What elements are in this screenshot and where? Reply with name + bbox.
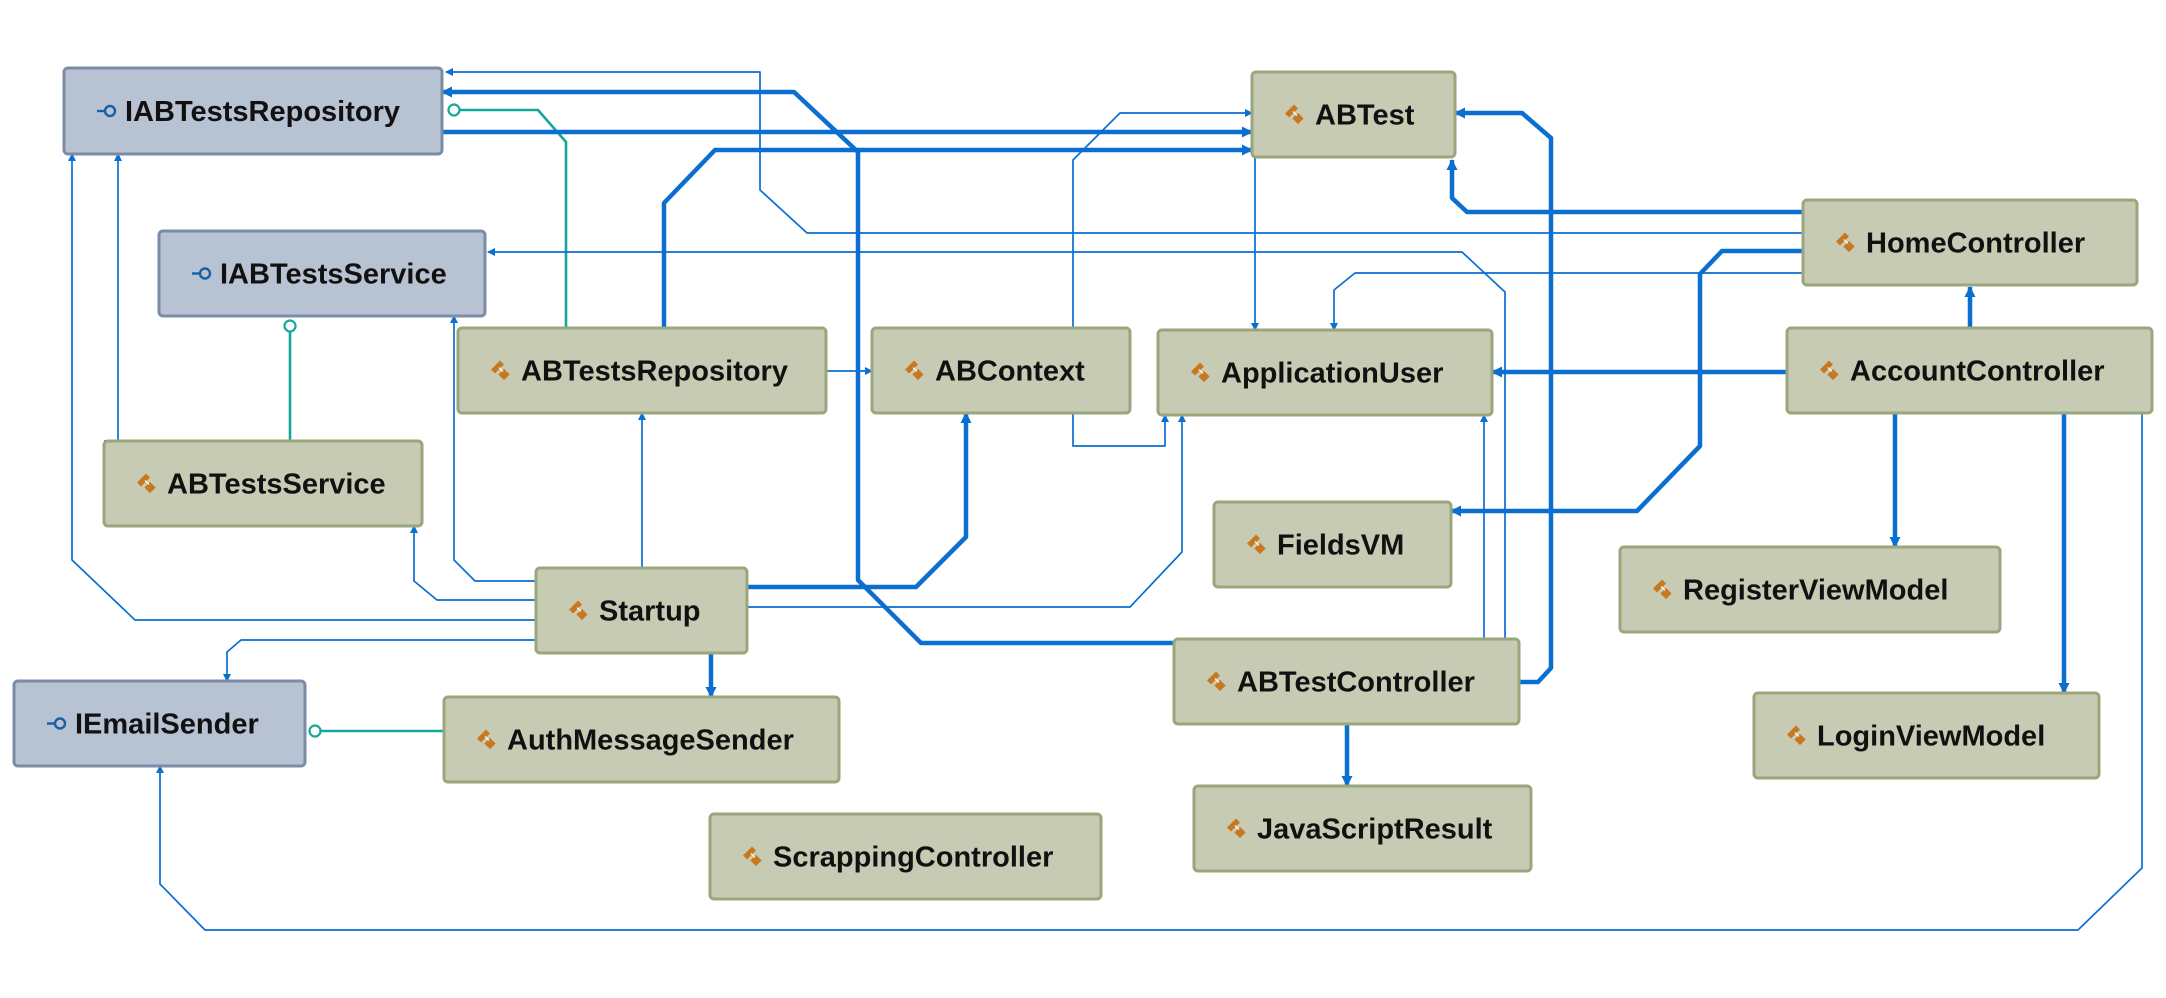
node-AccountController[interactable]: AccountController: [1785, 326, 2154, 415]
node-label-IABTestsRepository: IABTestsRepository: [125, 96, 400, 128]
nodes-layer: IABTestsRepositoryIABTestsServiceIEmailS…: [12, 66, 2154, 901]
node-ABTest[interactable]: ABTest: [1250, 70, 1457, 159]
class-icon: [1207, 671, 1226, 692]
node-label-ABTestsService: ABTestsService: [167, 469, 386, 501]
dependency-edge-Startup-to-ApplicationUser: [747, 414, 1186, 608]
node-label-ABTestsRepository: ABTestsRepository: [521, 356, 788, 388]
node-label-ScrappingController: ScrappingController: [773, 842, 1053, 874]
class-box-ABContext[interactable]: [870, 326, 1132, 415]
interface-box-IABTestsRepository[interactable]: [62, 66, 444, 156]
node-label-ABTest: ABTest: [1315, 100, 1415, 132]
node-label-LoginViewModel: LoginViewModel: [1817, 721, 2045, 753]
dependency-edge-ABTestController-to-IABTestsRepository: [441, 86, 1174, 646]
dependency-edge-ABContext-to-ABTest: [1072, 109, 1253, 328]
node-IEmailSender[interactable]: IEmailSender: [12, 679, 307, 768]
node-label-IEmailSender: IEmailSender: [75, 709, 259, 741]
dependency-edge-Startup-to-ABTestsService: [410, 525, 536, 601]
node-ABContext[interactable]: ABContext: [870, 326, 1132, 415]
node-RegisterViewModel[interactable]: RegisterViewModel: [1618, 545, 2002, 634]
edges-layer: [68, 68, 2143, 931]
dependency-edge-ABTestsRepository-to-ABTest: [661, 144, 1253, 328]
dependency-edge-HomeController-to-IABTestsRepository: [445, 68, 1803, 234]
class-box-RegisterViewModel[interactable]: [1618, 545, 2002, 634]
class-box-LoginViewModel[interactable]: [1752, 691, 2101, 780]
dependency-edge-AccountController-to-IEmailSender: [156, 413, 2143, 931]
class-box-JavaScriptResult[interactable]: [1192, 784, 1533, 873]
node-label-ABTestController: ABTestController: [1237, 667, 1475, 699]
node-AuthMessageSender[interactable]: AuthMessageSender: [442, 695, 841, 784]
dependency-edge-Startup-to-IEmailSender: [223, 639, 536, 682]
interface-icon: [47, 717, 67, 730]
node-label-Startup: Startup: [599, 596, 701, 628]
class-box-HomeController[interactable]: [1801, 198, 2139, 287]
node-ABTestsService[interactable]: ABTestsService: [102, 439, 424, 528]
class-box-ApplicationUser[interactable]: [1156, 328, 1494, 417]
node-ABTestController[interactable]: ABTestController: [1172, 637, 1521, 726]
dependency-edge-HomeController-to-ApplicationUser: [1330, 272, 1803, 331]
node-JavaScriptResult[interactable]: JavaScriptResult: [1192, 784, 1533, 873]
node-IABTestsRepository[interactable]: IABTestsRepository: [62, 66, 444, 156]
class-icon: [1285, 104, 1304, 125]
node-label-AccountController: AccountController: [1850, 356, 2105, 388]
class-icon: [1227, 818, 1246, 839]
class-box-ABTestController[interactable]: [1172, 637, 1521, 726]
node-LoginViewModel[interactable]: LoginViewModel: [1752, 691, 2101, 780]
interface-icon: [97, 104, 117, 118]
node-label-AuthMessageSender: AuthMessageSender: [507, 725, 794, 757]
dependency-edge-Startup-to-IABTestsRepository: [68, 153, 536, 621]
node-FieldsVM[interactable]: FieldsVM: [1212, 500, 1453, 589]
class-icon: [1247, 534, 1266, 555]
node-label-RegisterViewModel: RegisterViewModel: [1683, 575, 1948, 607]
node-label-IABTestsService: IABTestsService: [220, 259, 447, 291]
dependency-edge-Startup-to-ABContext: [747, 412, 972, 590]
dependency-edge-ABTestController-to-ABTest: [1454, 107, 1554, 685]
class-icon: [1820, 360, 1839, 381]
dependency-edge-ABContext-to-ApplicationUser: [1072, 413, 1169, 447]
class-box-AuthMessageSender[interactable]: [442, 695, 841, 784]
class-icon: [1653, 579, 1672, 600]
node-label-JavaScriptResult: JavaScriptResult: [1257, 814, 1493, 846]
node-label-HomeController: HomeController: [1866, 228, 2085, 260]
node-label-ABContext: ABContext: [935, 356, 1085, 388]
node-HomeController[interactable]: HomeController: [1801, 198, 2139, 287]
realization-edge-ABTestsRepository-to-IABTestsRepository: [447, 103, 568, 328]
dependency-edge-HomeController-to-FieldsVM: [1450, 248, 1803, 517]
node-label-FieldsVM: FieldsVM: [1277, 530, 1404, 562]
dependency-edge-ABTestController-to-IABTestsService: [487, 248, 1506, 639]
class-icon: [1191, 362, 1210, 383]
class-box-Startup[interactable]: [534, 566, 749, 655]
dependency-edge-ABTestsService-to-IABTestsRepository: [104, 153, 122, 442]
class-box-AccountController[interactable]: [1785, 326, 2154, 415]
node-Startup[interactable]: Startup: [534, 566, 749, 655]
node-ScrappingController[interactable]: ScrappingController: [708, 812, 1103, 901]
interface-icon: [192, 267, 212, 280]
dependency-edge-HomeController-to-ABTest: [1446, 159, 1803, 215]
node-label-ApplicationUser: ApplicationUser: [1221, 358, 1443, 390]
interface-box-IEmailSender[interactable]: [12, 679, 307, 768]
class-icon: [1836, 232, 1855, 253]
interface-box-IABTestsService[interactable]: [157, 229, 487, 318]
class-box-ABTest[interactable]: [1250, 70, 1457, 159]
class-box-FieldsVM[interactable]: [1212, 500, 1453, 589]
class-box-ABTestsService[interactable]: [102, 439, 424, 528]
node-IABTestsService[interactable]: IABTestsService: [157, 229, 487, 318]
class-box-ABTestsRepository[interactable]: [456, 326, 828, 415]
class-box-ScrappingController[interactable]: [708, 812, 1103, 901]
node-ApplicationUser[interactable]: ApplicationUser: [1156, 328, 1494, 417]
class-icon: [1787, 725, 1806, 746]
node-ABTestsRepository[interactable]: ABTestsRepository: [456, 326, 828, 415]
dependency-edge-Startup-to-IABTestsService: [450, 315, 536, 582]
